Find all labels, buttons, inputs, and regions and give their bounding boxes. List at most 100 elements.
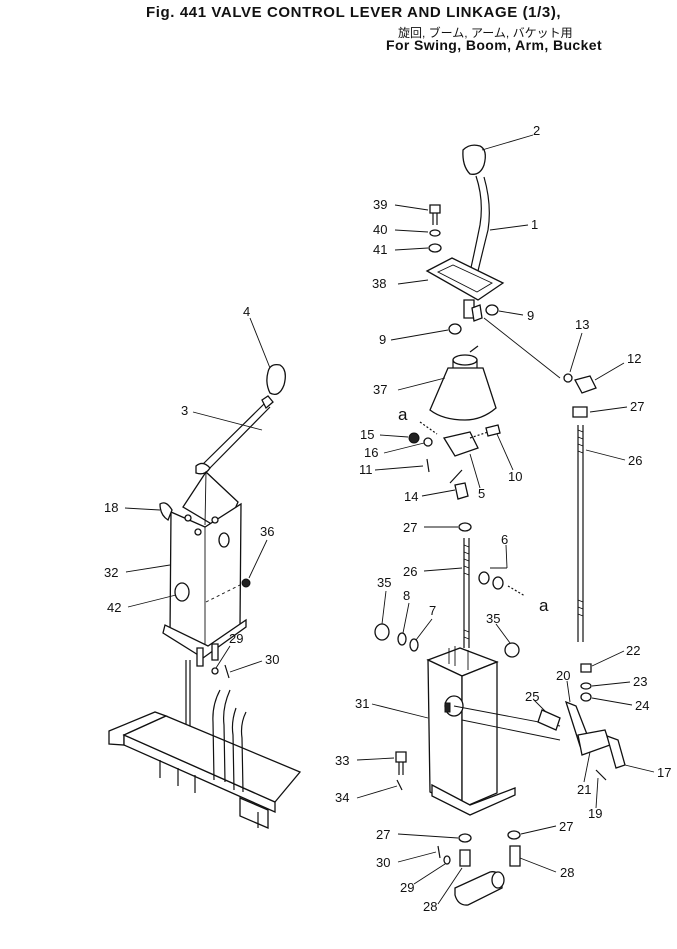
callout-15: 15 bbox=[360, 427, 374, 442]
pin-30b bbox=[437, 845, 441, 859]
bushing-9 bbox=[485, 304, 499, 316]
callout-27-bottom-right: 27 bbox=[559, 819, 573, 834]
callout-35-right: 35 bbox=[486, 611, 500, 626]
plug-42 bbox=[174, 582, 190, 602]
callout-22: 22 bbox=[626, 643, 640, 658]
rod-linkage bbox=[212, 689, 231, 783]
joint-12 bbox=[574, 375, 597, 394]
nut-27 bbox=[458, 522, 472, 532]
callout-16: 16 bbox=[364, 445, 378, 460]
pin-11 bbox=[426, 458, 430, 473]
callout-a-upper: a bbox=[398, 405, 408, 424]
control-box-32 bbox=[169, 502, 242, 653]
callout-25: 25 bbox=[525, 689, 539, 704]
callout-6: 6 bbox=[501, 532, 508, 547]
bolt-10 bbox=[485, 424, 501, 437]
lever-joint bbox=[261, 395, 274, 410]
callout-38: 38 bbox=[372, 276, 386, 291]
right-lever-assembly bbox=[374, 144, 626, 906]
joint-28 bbox=[459, 849, 471, 867]
nut-15 bbox=[408, 432, 420, 444]
lever-base-ball bbox=[195, 462, 211, 475]
callout-14: 14 bbox=[404, 489, 418, 504]
knob-4 bbox=[266, 364, 286, 396]
washer-16 bbox=[423, 437, 433, 447]
callout-29-right: 29 bbox=[400, 880, 414, 895]
pin-30 bbox=[224, 664, 230, 679]
washer-24 bbox=[580, 692, 592, 702]
callout-5: 5 bbox=[478, 486, 485, 501]
callout-30-right: 30 bbox=[376, 855, 390, 870]
callout-20: 20 bbox=[556, 668, 570, 683]
block-5 bbox=[442, 431, 479, 457]
callout-23: 23 bbox=[633, 674, 647, 689]
callout-31: 31 bbox=[355, 696, 369, 711]
callout-7: 7 bbox=[429, 603, 436, 618]
callout-24: 24 bbox=[635, 698, 649, 713]
joint-14 bbox=[454, 482, 469, 500]
callout-19: 19 bbox=[588, 806, 602, 821]
callout-35-left: 35 bbox=[377, 575, 391, 590]
joint-28b bbox=[509, 845, 521, 867]
bolt-33 bbox=[395, 751, 407, 763]
callout-10: 10 bbox=[508, 469, 522, 484]
boot-37 bbox=[429, 367, 497, 421]
washer-41 bbox=[428, 243, 442, 253]
callout-32: 32 bbox=[104, 565, 118, 580]
figure-subtitle-english: For Swing, Boom, Arm, Bucket bbox=[386, 37, 603, 53]
callout-29-left: 29 bbox=[229, 631, 243, 646]
left-lever-assembly bbox=[108, 364, 302, 829]
callout-1: 1 bbox=[531, 217, 538, 232]
washer-34 bbox=[396, 779, 403, 791]
callout-37: 37 bbox=[373, 382, 387, 397]
nut-27b bbox=[572, 406, 588, 418]
callout-30-left: 30 bbox=[265, 652, 279, 667]
callout-41: 41 bbox=[373, 242, 387, 257]
callout-labels: 2 1 39 40 41 38 9 9 37 13 12 27 26 a 15 … bbox=[104, 123, 671, 914]
callout-17: 17 bbox=[657, 765, 671, 780]
callout-36: 36 bbox=[260, 524, 274, 539]
callout-21: 21 bbox=[577, 782, 591, 797]
figure-subtitle-japanese: 旋回, ブーム, アーム, バケット用 bbox=[398, 26, 573, 40]
callout-8: 8 bbox=[403, 588, 410, 603]
ring-7 bbox=[409, 638, 419, 652]
nut-27c bbox=[458, 833, 472, 843]
figure-title: Fig. 441 VALVE CONTROL LEVER AND LINKAGE… bbox=[146, 4, 562, 21]
callout-26-mid: 26 bbox=[403, 564, 417, 579]
callout-28-left: 28 bbox=[423, 899, 437, 914]
washer-23 bbox=[580, 682, 592, 690]
bushing-6 bbox=[492, 576, 504, 590]
callout-2: 2 bbox=[533, 123, 540, 138]
lever-21 bbox=[577, 729, 611, 756]
clip-13 bbox=[563, 373, 573, 383]
leader-lines bbox=[124, 134, 655, 905]
callout-39: 39 bbox=[373, 197, 387, 212]
bolt-22 bbox=[580, 663, 592, 673]
nut-27d bbox=[507, 830, 521, 840]
rod-26 bbox=[463, 538, 470, 648]
bushing-35b bbox=[504, 642, 520, 658]
callout-40: 40 bbox=[373, 222, 387, 237]
callout-11: 11 bbox=[359, 462, 373, 477]
callout-12: 12 bbox=[627, 351, 641, 366]
callout-33: 33 bbox=[335, 753, 349, 768]
joint-17 bbox=[606, 734, 626, 769]
callout-27-right: 27 bbox=[630, 399, 644, 414]
cylinder-part bbox=[454, 871, 503, 906]
ring-8 bbox=[397, 632, 407, 646]
bushing-35 bbox=[374, 623, 390, 641]
callout-4: 4 bbox=[243, 304, 250, 319]
pin-19 bbox=[595, 769, 607, 781]
washer-29b bbox=[443, 855, 451, 865]
callout-26-right: 26 bbox=[628, 453, 642, 468]
callout-9-upper: 9 bbox=[527, 308, 534, 323]
bracket-18 bbox=[159, 502, 173, 521]
box-base-plate-31 bbox=[431, 783, 516, 816]
bushing-9b bbox=[448, 323, 462, 335]
callout-a-lower: a bbox=[539, 596, 549, 615]
callout-13: 13 bbox=[575, 317, 589, 332]
callout-18: 18 bbox=[104, 500, 118, 515]
callout-27-mid: 27 bbox=[403, 520, 417, 535]
bolt-39 bbox=[429, 204, 441, 214]
callout-3: 3 bbox=[181, 403, 188, 418]
